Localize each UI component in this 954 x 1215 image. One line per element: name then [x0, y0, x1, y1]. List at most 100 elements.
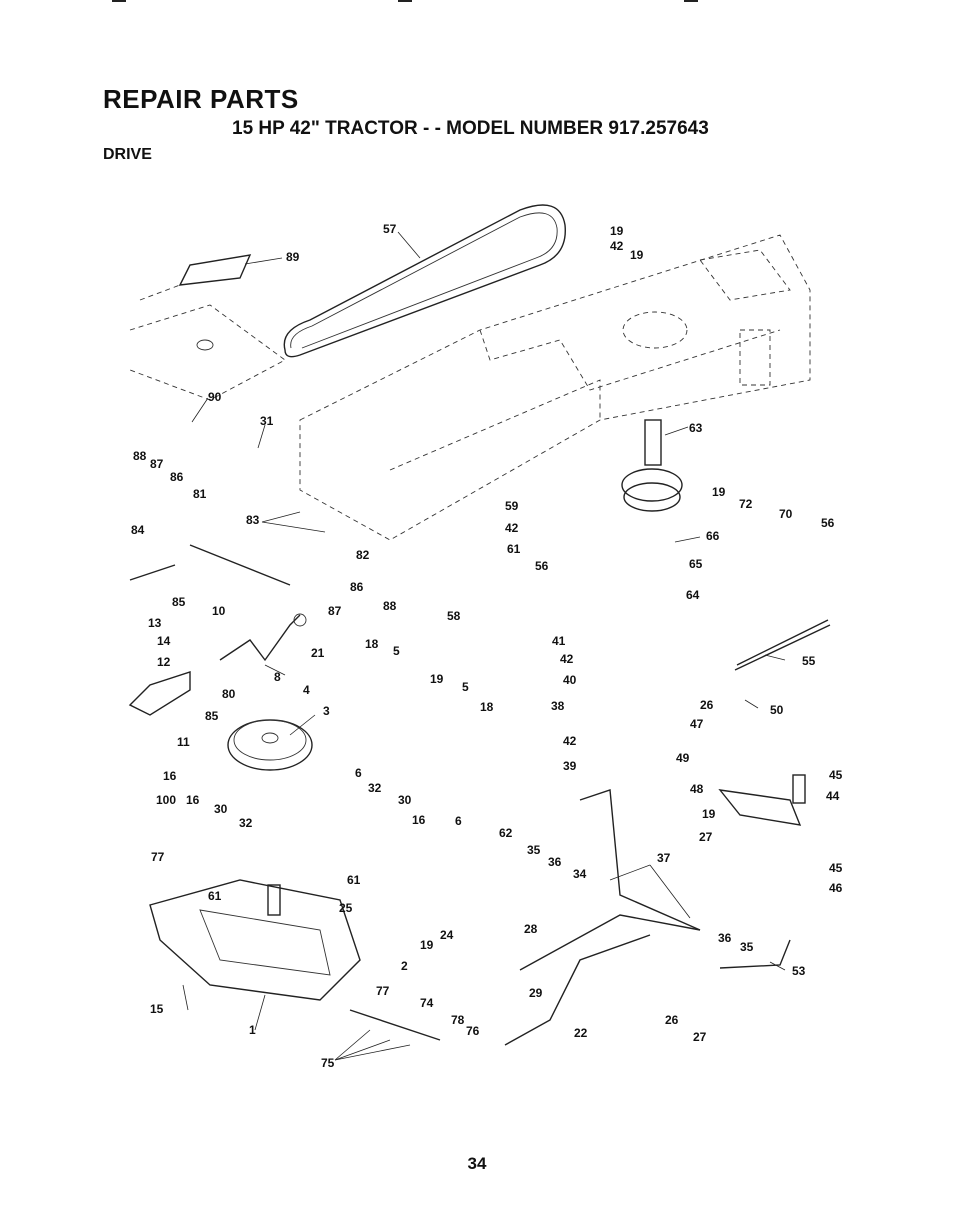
transaxle-pulley	[227, 719, 313, 771]
callout-13: 13	[148, 616, 162, 630]
callout-32: 32	[368, 781, 382, 795]
callout-4: 4	[303, 683, 310, 697]
bracket-48	[718, 789, 802, 826]
callout-16: 16	[163, 769, 177, 783]
callout-77: 77	[151, 850, 165, 864]
callout-47: 47	[690, 717, 704, 731]
callout-41: 41	[552, 634, 566, 648]
callout-11: 11	[177, 735, 190, 749]
link-84	[129, 564, 176, 581]
callout-86: 86	[350, 580, 364, 594]
callout-81: 81	[193, 487, 207, 501]
callout-21: 21	[311, 646, 325, 660]
callout-87: 87	[328, 604, 342, 618]
callout-76: 76	[466, 1024, 480, 1038]
callout-16: 16	[186, 793, 200, 807]
callout-labels: 57 89 19 42 19 90 31 88 87 86 81 84 83 8…	[131, 222, 843, 1070]
callout-66: 66	[706, 529, 720, 543]
callout-62: 62	[499, 826, 513, 840]
callout-32: 32	[239, 816, 253, 830]
callout-24: 24	[440, 928, 454, 942]
callout-22: 22	[574, 1026, 588, 1040]
callout-78: 78	[451, 1013, 465, 1027]
tractor-frame	[299, 234, 811, 541]
shaft-81	[189, 544, 291, 586]
callout-82: 82	[356, 548, 370, 562]
callout-6: 6	[455, 814, 462, 828]
callout-44: 44	[826, 789, 840, 803]
callout-63: 63	[689, 421, 703, 435]
callout-30: 30	[398, 793, 412, 807]
callout-19: 19	[430, 672, 444, 686]
shaft-34	[579, 789, 701, 931]
callout-89: 89	[286, 250, 300, 264]
callout-55: 55	[802, 654, 816, 668]
callout-45: 45	[829, 861, 843, 875]
callout-80: 80	[222, 687, 236, 701]
callout-29: 29	[529, 986, 543, 1000]
callout-46: 46	[829, 881, 843, 895]
brake-rod-22	[504, 934, 651, 1046]
callout-leaders	[182, 231, 786, 1061]
callout-26: 26	[700, 698, 714, 712]
shift-lever-8	[219, 614, 301, 662]
callout-2: 2	[401, 959, 408, 973]
callout-42: 42	[563, 734, 577, 748]
callout-19: 19	[610, 224, 624, 238]
callout-35: 35	[740, 940, 754, 954]
callout-70: 70	[779, 507, 793, 521]
bracket-89	[178, 254, 252, 286]
callout-28: 28	[524, 922, 538, 936]
section-heading: DRIVE	[103, 146, 152, 163]
callout-64: 64	[686, 588, 700, 602]
callout-19: 19	[630, 248, 644, 262]
callout-35: 35	[527, 843, 541, 857]
callout-50: 50	[770, 703, 784, 717]
callout-65: 65	[689, 557, 703, 571]
callout-34: 34	[573, 867, 587, 881]
callout-57: 57	[383, 222, 397, 236]
callout-30: 30	[214, 802, 228, 816]
callout-1: 1	[249, 1023, 256, 1037]
callout-77: 77	[376, 984, 390, 998]
spacer-44	[792, 774, 806, 804]
callout-6: 6	[355, 766, 362, 780]
callout-61: 61	[507, 542, 521, 556]
callout-59: 59	[505, 499, 519, 513]
callout-27: 27	[693, 1030, 707, 1044]
callout-100: 100	[156, 793, 176, 807]
clutch-rod-28	[519, 914, 701, 971]
engine-pulley-63	[621, 419, 683, 512]
callout-15: 15	[150, 1002, 164, 1016]
callout-8: 8	[274, 670, 281, 684]
callout-19: 19	[712, 485, 726, 499]
callout-61: 61	[347, 873, 361, 887]
callout-3: 3	[323, 704, 330, 718]
page-title: REPAIR PARTS	[103, 84, 299, 114]
callout-26: 26	[665, 1013, 679, 1027]
rod-53	[719, 939, 791, 969]
callout-48: 48	[690, 782, 704, 796]
callout-49: 49	[676, 751, 690, 765]
callout-5: 5	[393, 644, 400, 658]
callout-19: 19	[702, 807, 716, 821]
callout-42: 42	[505, 521, 519, 535]
callout-83: 83	[246, 513, 260, 527]
callout-56: 56	[535, 559, 549, 573]
callout-88: 88	[383, 599, 397, 613]
callout-88: 88	[133, 449, 147, 463]
callout-36: 36	[718, 931, 732, 945]
callout-75: 75	[321, 1056, 335, 1070]
top-edge-mark	[398, 0, 412, 2]
page-number: 34	[467, 1154, 487, 1173]
front-dash-panel	[129, 284, 286, 401]
callout-10: 10	[212, 604, 226, 618]
top-edge-mark	[112, 0, 126, 2]
callout-27: 27	[699, 830, 713, 844]
callout-36: 36	[548, 855, 562, 869]
callout-39: 39	[563, 759, 577, 773]
callout-42: 42	[560, 652, 574, 666]
callout-53: 53	[792, 964, 806, 978]
plate-80	[128, 671, 191, 716]
